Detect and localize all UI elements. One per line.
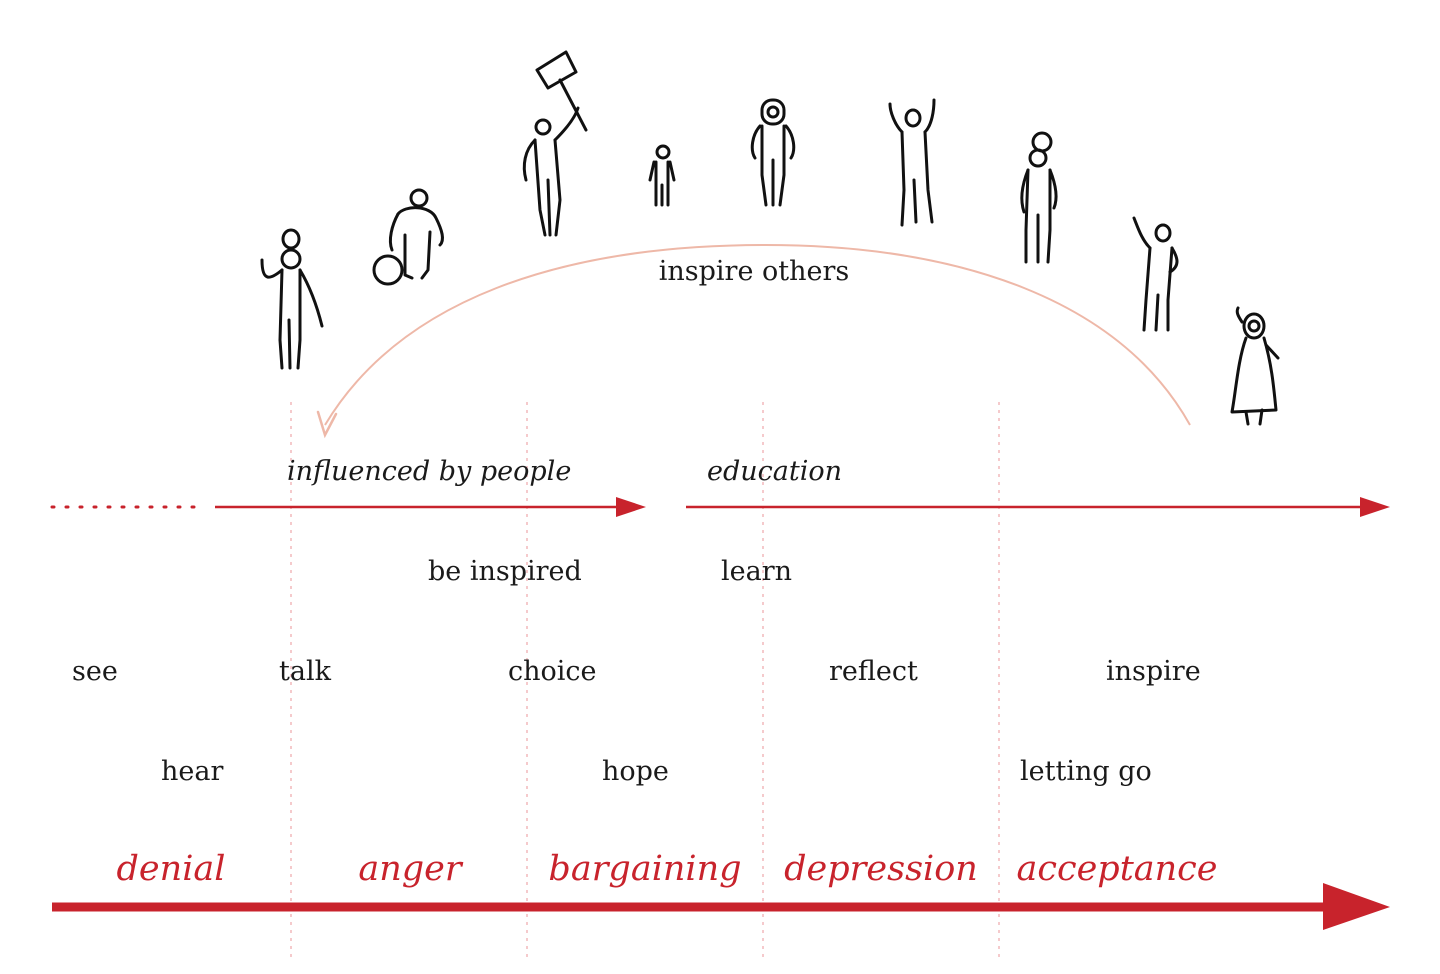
main-arrowhead bbox=[1323, 883, 1390, 930]
inspire-others-arrowhead bbox=[316, 410, 338, 439]
upper-timeline: influenced by people education bbox=[50, 456, 1390, 517]
stage-labels: denial anger bargaining depression accep… bbox=[117, 849, 1218, 889]
action-learn: learn bbox=[721, 556, 792, 587]
influenced-by-people-label: influenced by people bbox=[287, 456, 571, 487]
arc-label: inspire others bbox=[659, 256, 850, 287]
action-choice: choice bbox=[508, 656, 597, 687]
stage-denial: denial bbox=[117, 849, 226, 889]
waving-person-icon bbox=[260, 228, 324, 370]
figures bbox=[260, 50, 1280, 426]
education-arrowhead bbox=[1360, 497, 1390, 517]
action-be-inspired: be inspired bbox=[428, 556, 582, 587]
stage-anger: anger bbox=[358, 849, 464, 889]
action-hope: hope bbox=[602, 756, 669, 787]
main-timeline-arrow bbox=[52, 883, 1390, 930]
inspire-others-arc bbox=[324, 243, 1191, 426]
cloaked-person-icon bbox=[1230, 306, 1280, 426]
carrying-person-icon bbox=[372, 188, 445, 286]
celebrating-person-icon bbox=[888, 98, 936, 227]
action-letting-go: letting go bbox=[1020, 756, 1152, 787]
education-label: education bbox=[707, 456, 842, 487]
action-reflect: reflect bbox=[829, 656, 918, 687]
action-inspire: inspire bbox=[1106, 656, 1201, 687]
action-hear: hear bbox=[161, 756, 223, 787]
stage-depression: depression bbox=[784, 849, 978, 889]
person-with-bun-icon bbox=[1020, 131, 1058, 264]
stage-acceptance: acceptance bbox=[1017, 849, 1218, 889]
stage-bargaining: bargaining bbox=[548, 849, 741, 889]
action-words: be inspired learn see talk choice reflec… bbox=[72, 556, 1201, 787]
waving-person-icon bbox=[1132, 216, 1179, 332]
stage-dividers bbox=[290, 402, 1000, 960]
action-talk: talk bbox=[279, 656, 332, 687]
astronaut-person-icon bbox=[750, 98, 796, 207]
protester-with-sign-icon bbox=[522, 50, 588, 237]
child-icon bbox=[648, 144, 676, 207]
influence-arrowhead bbox=[616, 497, 646, 517]
action-see: see bbox=[72, 656, 118, 687]
